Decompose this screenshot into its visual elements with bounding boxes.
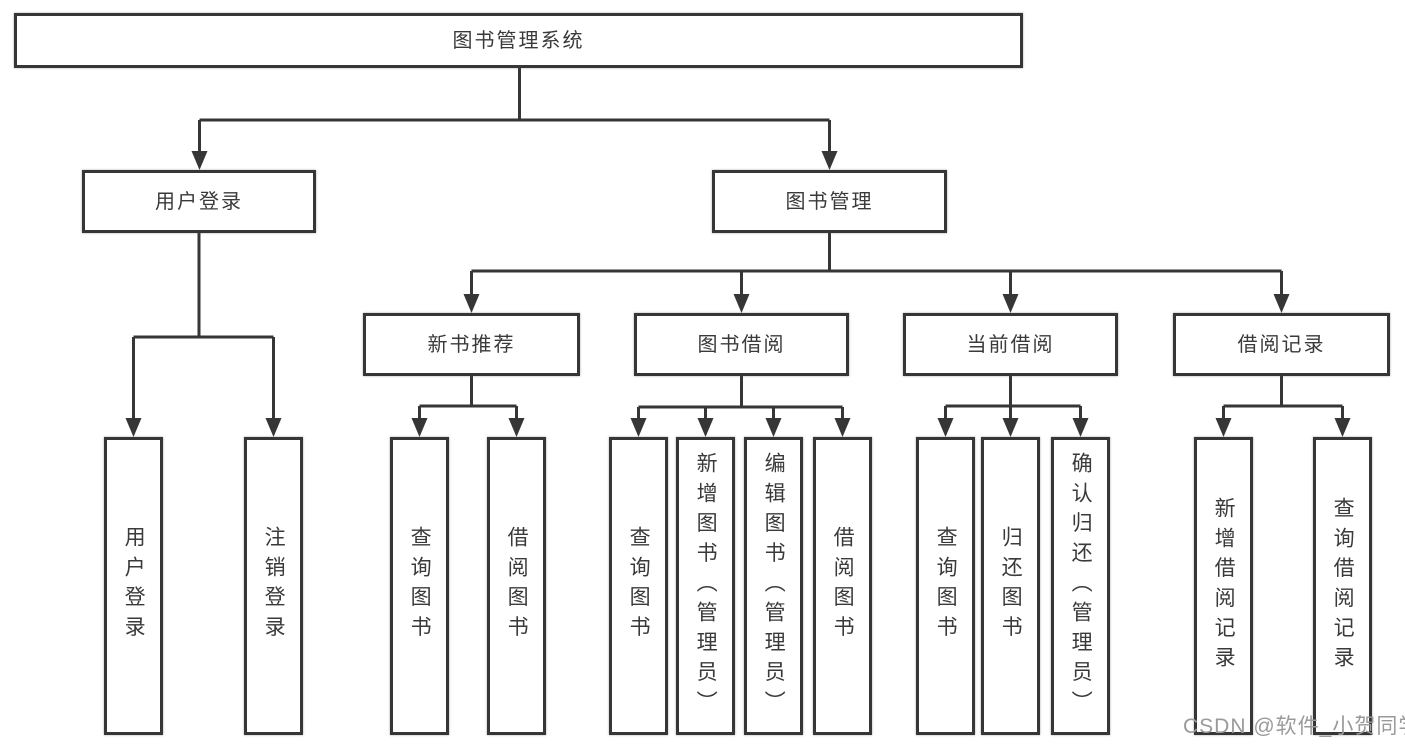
leaf-add-books-admin: 新增图书（管理员）	[676, 437, 735, 735]
leaf-logout-login: 注销登录	[244, 437, 303, 735]
leaf-logout-login-label: 注销登录	[262, 526, 286, 646]
leaf-edit-books-admin: 编辑图书（管理员）	[744, 437, 803, 735]
leaf-user-login-label: 用户登录	[122, 526, 146, 646]
leaf-confirm-return-admin-label: 确认归还（管理员）	[1069, 451, 1093, 721]
leaf-borrow-books-recommend: 借阅图书	[487, 437, 546, 735]
node-current-borrow-label: 当前借阅	[966, 333, 1055, 356]
leaf-query-books-borrow-label: 查询图书	[627, 526, 651, 646]
node-book-management-label: 图书管理	[785, 190, 874, 213]
node-current-borrow: 当前借阅	[903, 313, 1118, 376]
node-user-login: 用户登录	[82, 170, 316, 233]
leaf-user-login: 用户登录	[104, 437, 163, 735]
leaf-add-books-admin-label: 新增图书（管理员）	[694, 451, 718, 721]
leaf-confirm-return-admin: 确认归还（管理员）	[1051, 437, 1110, 735]
leaf-borrow-books-borrow-label: 借阅图书	[831, 526, 855, 646]
csdn-watermark: CSDN @软件_小贺同学	[1183, 715, 1405, 738]
node-book-borrow: 图书借阅	[634, 313, 849, 376]
arrowheads	[125, 151, 1351, 437]
leaf-query-books-current-label: 查询图书	[934, 526, 958, 646]
leaf-borrow-books-borrow: 借阅图书	[813, 437, 872, 735]
node-new-book-recommend-label: 新书推荐	[427, 333, 516, 356]
leaf-query-books-current: 查询图书	[916, 437, 975, 735]
leaf-query-books-recommend: 查询图书	[390, 437, 449, 735]
leaf-query-books-borrow: 查询图书	[609, 437, 668, 735]
node-root-label: 图书管理系统	[452, 29, 585, 52]
leaf-query-borrow-record-label: 查询借阅记录	[1331, 496, 1355, 676]
leaf-return-books: 归还图书	[981, 437, 1040, 735]
leaf-edit-books-admin-label: 编辑图书（管理员）	[762, 451, 786, 721]
leaf-add-borrow-record-label: 新增借阅记录	[1212, 496, 1236, 676]
leaf-add-borrow-record: 新增借阅记录	[1194, 437, 1253, 735]
node-book-borrow-label: 图书借阅	[697, 333, 786, 356]
node-borrow-records: 借阅记录	[1173, 313, 1390, 376]
node-user-login-label: 用户登录	[155, 190, 243, 213]
leaf-query-borrow-record: 查询借阅记录	[1313, 437, 1372, 735]
node-borrow-records-label: 借阅记录	[1237, 333, 1326, 356]
leaf-borrow-books-recommend-label: 借阅图书	[505, 526, 529, 646]
leaf-query-books-recommend-label: 查询图书	[408, 526, 432, 646]
node-book-management: 图书管理	[712, 170, 947, 233]
leaf-return-books-label: 归还图书	[999, 526, 1023, 646]
node-root: 图书管理系统	[14, 13, 1023, 68]
node-new-book-recommend: 新书推荐	[363, 313, 580, 376]
